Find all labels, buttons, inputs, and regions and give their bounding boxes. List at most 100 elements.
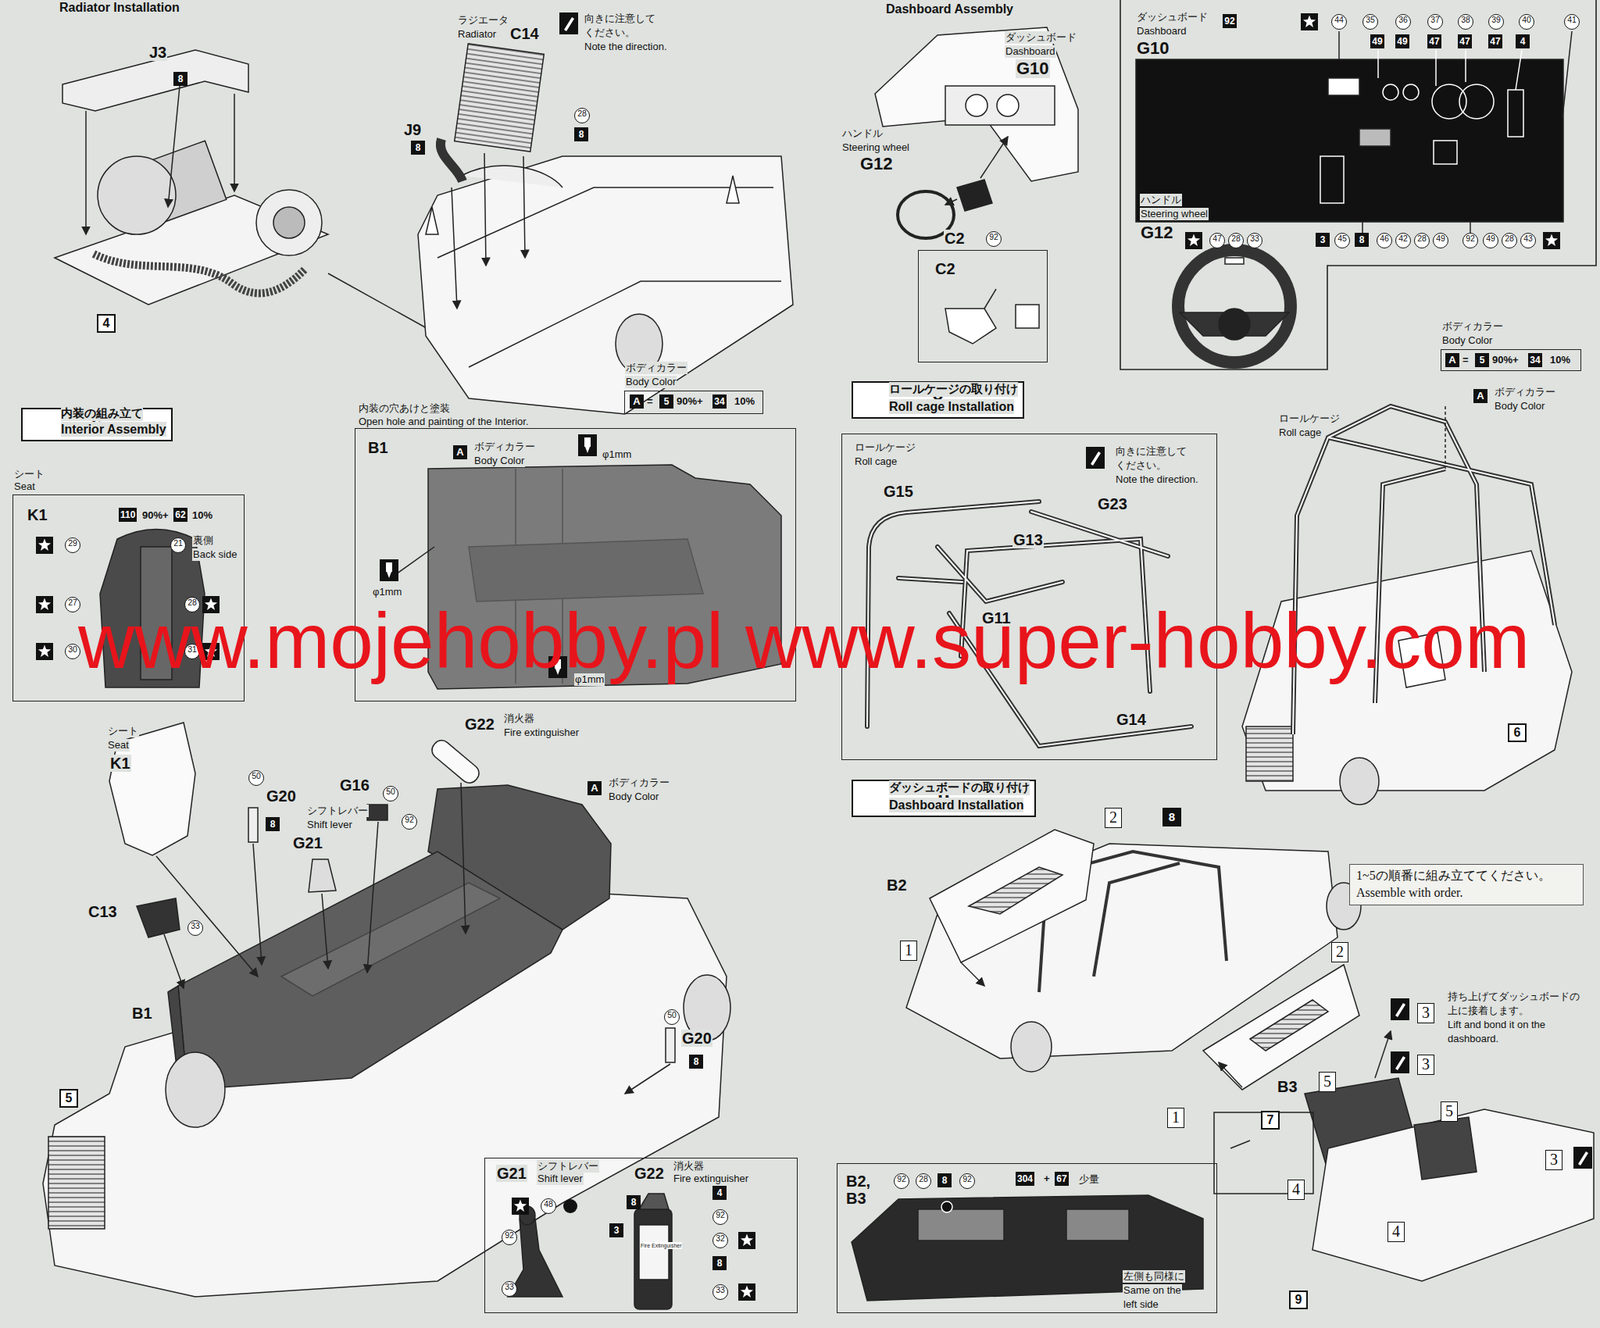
paint-code: 47 bbox=[1457, 34, 1472, 49]
paint-code: 304 bbox=[1015, 1171, 1035, 1186]
paint-code: 8 bbox=[173, 71, 188, 86]
order-number: 2 bbox=[1331, 942, 1349, 963]
star-mark bbox=[1303, 15, 1316, 28]
paint-code: 8 bbox=[689, 1054, 704, 1069]
mix-text: = bbox=[1462, 353, 1469, 368]
color-key: A bbox=[587, 781, 602, 796]
label-text: 少量 bbox=[1078, 1173, 1100, 1186]
label-text: 内装の穴あけと塗装 bbox=[357, 402, 451, 415]
mix-text: 10% bbox=[1550, 353, 1571, 368]
paint-code-circle: 49 bbox=[1432, 232, 1449, 249]
detail-panel: C2 bbox=[917, 250, 1048, 363]
label-text: Dashboard bbox=[1135, 25, 1188, 38]
part-number: G14 bbox=[1115, 710, 1147, 729]
paint-code-circle: 50 bbox=[382, 785, 399, 802]
paint-code: 34 bbox=[1528, 353, 1543, 368]
glue-note-icon bbox=[1090, 451, 1101, 466]
label-text: 消火器 bbox=[672, 1160, 705, 1173]
part-number: B2 bbox=[885, 876, 908, 894]
part-number: G10 bbox=[1015, 59, 1050, 79]
paint-code: 3 bbox=[1315, 232, 1330, 247]
color-key: A bbox=[629, 394, 644, 409]
label-text: Lift and bond it on the bbox=[1446, 1018, 1547, 1032]
glue-note-icon bbox=[1390, 998, 1410, 1021]
star-mark bbox=[1185, 232, 1203, 250]
step-number-box: 9ダッシュボードの取り付けDashboard Installation bbox=[851, 779, 1036, 818]
paint-code-circle: 92 bbox=[712, 1209, 729, 1225]
bottle-label: Fire Extinguisher bbox=[640, 1242, 683, 1250]
label-text: 左側も同様に bbox=[1122, 1270, 1186, 1283]
paint-code-circle: 46 bbox=[1376, 232, 1393, 249]
step-title: 内装の組み立て bbox=[60, 406, 143, 422]
glue-note-icon bbox=[1395, 1003, 1406, 1018]
side-panel-detail bbox=[851, 1195, 1204, 1301]
radiator-subassembly bbox=[54, 50, 434, 333]
paint-code-circle: 28 bbox=[1414, 232, 1430, 249]
interior-assembly bbox=[42, 722, 731, 1297]
dashboard-assembly bbox=[875, 27, 1079, 344]
label-text: 上に接着します。 bbox=[1446, 1004, 1530, 1018]
step-ref: 9 bbox=[1289, 1290, 1308, 1310]
step-ref: 6 bbox=[1507, 723, 1527, 743]
glue-note-icon bbox=[1573, 1146, 1593, 1169]
part-number: G15 bbox=[882, 482, 915, 500]
paint-code-circle: 21 bbox=[170, 537, 186, 554]
paint-code-circle: 28 bbox=[1228, 232, 1244, 249]
label-text: Roll cage bbox=[1278, 426, 1322, 440]
symbols bbox=[35, 12, 1593, 1301]
mix-text: 90%+ bbox=[676, 394, 704, 409]
paint-code: 49 bbox=[1370, 34, 1385, 49]
paint-code-circle: 50 bbox=[664, 1009, 680, 1025]
star-mark bbox=[1542, 232, 1561, 250]
paint-code-circle: 28 bbox=[915, 1173, 932, 1190]
mix-text: = bbox=[646, 394, 654, 409]
label-text: left side bbox=[1122, 1298, 1160, 1311]
label-text: Body Color bbox=[625, 375, 677, 389]
part-number: G23 bbox=[1096, 495, 1129, 513]
label-text: ボディカラー bbox=[1441, 320, 1504, 333]
drill-icon bbox=[578, 434, 597, 457]
label-text: Body Color bbox=[1441, 334, 1493, 347]
star-mark bbox=[1187, 234, 1200, 247]
detail-panel: ダッシュボードDashboardG10 bbox=[1119, 0, 1597, 371]
detail-panel: G21シフトレバーShift leverG22消火器Fire extinguis… bbox=[484, 1157, 798, 1314]
star-mark bbox=[35, 642, 54, 661]
step-ref: 5 bbox=[59, 1089, 79, 1108]
part-number: G21 bbox=[496, 1164, 528, 1183]
paint-code-circle: 43 bbox=[1520, 232, 1536, 249]
paint-code: 49 bbox=[1395, 34, 1410, 49]
star-mark bbox=[740, 1234, 754, 1247]
order-number: 3 bbox=[1545, 1150, 1563, 1171]
label-text: Open hole and painting of the Interior. bbox=[357, 415, 530, 429]
order-number: 5 bbox=[1440, 1101, 1458, 1122]
part-number: C2 bbox=[943, 229, 966, 247]
mix-text: 90%+ bbox=[1492, 353, 1519, 368]
paint-code-circle: 92 bbox=[1462, 232, 1479, 249]
part-number: G12 bbox=[859, 154, 894, 174]
label-text: 持ち上げてダッシュボードの bbox=[1446, 990, 1581, 1004]
label-text: ボディカラー bbox=[1493, 385, 1557, 399]
mix-text: + bbox=[1043, 1171, 1050, 1186]
color-dot bbox=[563, 1199, 578, 1214]
part-number: G12 bbox=[1139, 223, 1175, 243]
paint-code: 8 bbox=[574, 127, 589, 142]
part-number: G22 bbox=[464, 715, 496, 733]
paint-code-circle: 36 bbox=[1395, 14, 1411, 30]
radiator-chassis bbox=[417, 43, 793, 415]
label-text: dashboard. bbox=[1446, 1032, 1500, 1046]
label-text: Body Color bbox=[607, 790, 660, 804]
label-text: ロールケージ bbox=[853, 441, 917, 454]
glue-note-icon bbox=[564, 17, 575, 32]
label-text: シート bbox=[107, 725, 140, 738]
part-number: J9 bbox=[403, 121, 422, 139]
label-text: Back side bbox=[192, 548, 238, 561]
step-number-box: 6内装の組み立てInterior Assembly bbox=[21, 407, 173, 442]
paint-code: 4 bbox=[1515, 34, 1530, 49]
paint-code-circle: 47 bbox=[1209, 232, 1225, 249]
label-text: シフトレバー bbox=[306, 804, 369, 818]
part-number: B1 bbox=[367, 439, 390, 457]
label-text: Steering wheel bbox=[1139, 207, 1209, 221]
star-mark bbox=[740, 1285, 754, 1298]
step-title: Radiator Installation bbox=[59, 0, 180, 15]
drill-icon bbox=[585, 446, 590, 454]
